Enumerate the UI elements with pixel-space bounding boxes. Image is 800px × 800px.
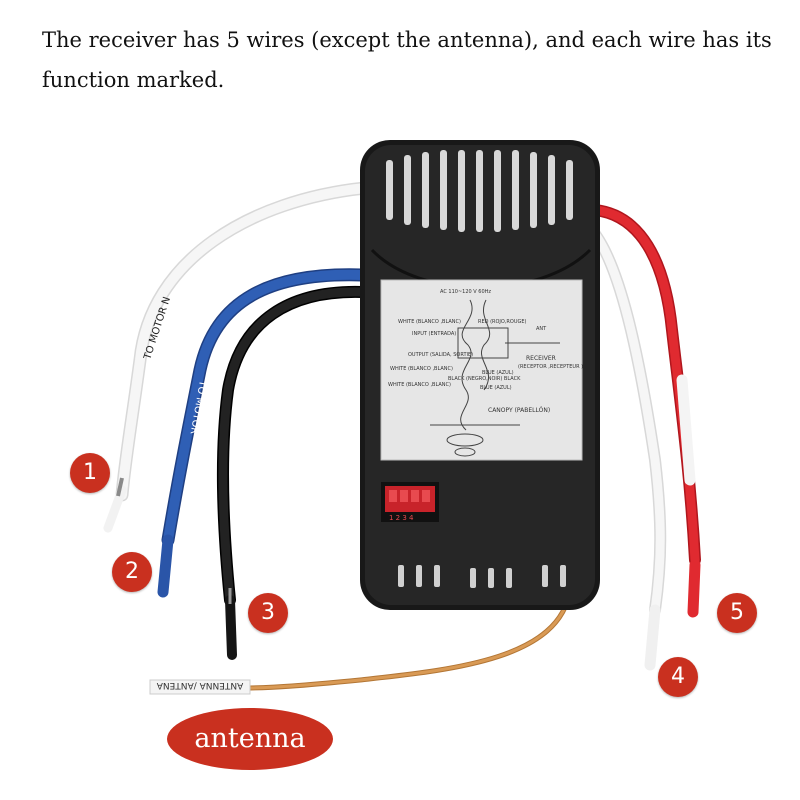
badge-2: 2	[112, 552, 152, 592]
sticker-red-label: RED (ROJO,ROUGE)	[478, 319, 527, 325]
wire-white-left	[103, 181, 372, 533]
badge-4: 4	[658, 657, 698, 697]
sticker-receiver-sub: (RECEPTOR ,RECEPTEUR )	[518, 364, 583, 370]
sticker-white3: WHITE (BLANCO ,BLANC)	[388, 382, 451, 388]
dip-switch[interactable]: 1 2 3 4	[381, 482, 439, 522]
wire-white-right	[584, 222, 667, 671]
sticker-ant: ANT	[536, 326, 547, 332]
badge-1: 1	[70, 453, 110, 493]
dip-switch-labels: 1 2 3 4	[389, 514, 414, 522]
antenna-badge: antenna	[167, 708, 333, 770]
wire-red	[589, 204, 701, 618]
badge-3: 3	[248, 593, 288, 633]
sticker-blue2: BLUE (AZUL)	[480, 385, 512, 391]
sticker-white2: WHITE (BLANCO ,BLANC)	[390, 366, 453, 372]
sticker-voltage: AC 110~120 V 60Hz	[440, 289, 491, 295]
sticker-receiver: RECEIVER	[526, 355, 556, 362]
wire-blue	[157, 268, 369, 598]
sticker-output: OUTPUT (SALIDA, SORTIE)	[408, 352, 473, 358]
sticker-black: BLACK (NEGRO,NOIR) BLACK	[448, 376, 521, 382]
wire-black	[216, 285, 368, 660]
sticker-white-label: WHITE (BLANCO ,BLANC)	[398, 319, 461, 325]
antenna-wire-tag: ANTENNA /ANTENA	[156, 680, 243, 690]
sticker-input: INPUT (ENTRADA)	[412, 331, 456, 337]
vent-slots-bottom	[398, 565, 566, 588]
sticker-diagram	[430, 299, 560, 457]
badge-5: 5	[717, 593, 757, 633]
caption-text: The receiver has 5 wires (except the ant…	[42, 28, 772, 92]
black-wire-tag: TO MOTOR L	[227, 429, 240, 494]
sticker-canopy: CANOPY (PABELLÓN)	[488, 407, 550, 414]
wiring-label-sticker: AC 110~120 V 60Hz WHITE (BLANCO ,BLANC) …	[380, 279, 583, 461]
sticker-blue: BLUE (AZUL)	[482, 370, 514, 376]
vent-slots-top	[386, 150, 573, 232]
wire-antenna: ANTENNA /ANTENA	[149, 587, 573, 695]
